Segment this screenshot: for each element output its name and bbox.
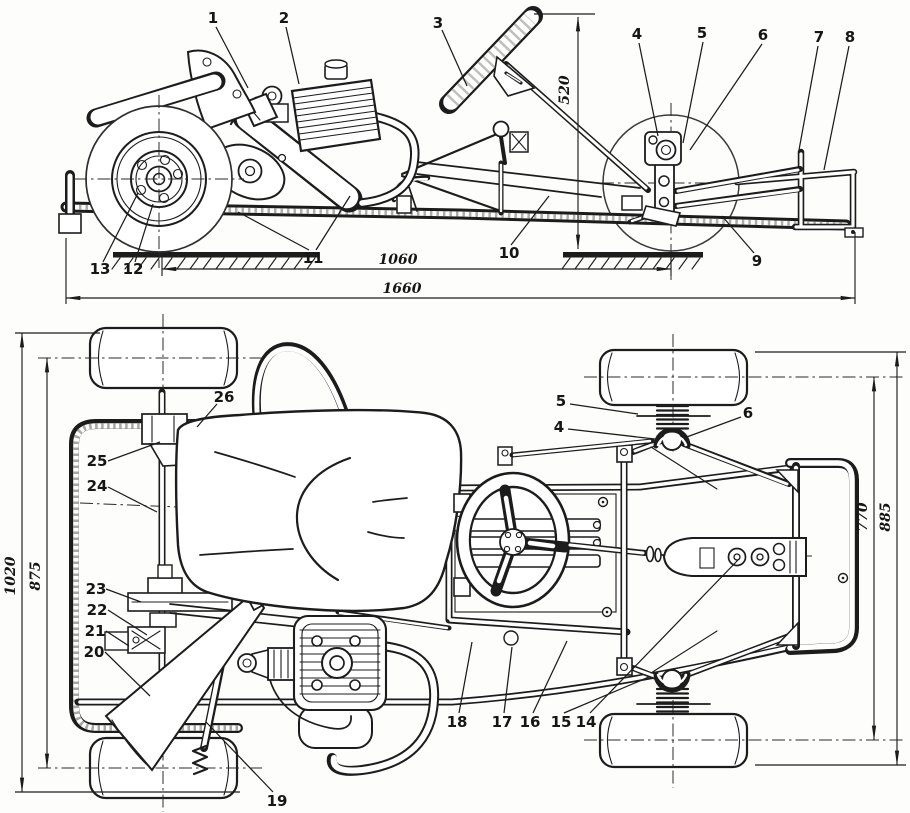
dim-770: 770 xyxy=(855,502,871,531)
side-view: 520 1060 1660 1 2 3 4 5 6 7 8 9 10 11 12… xyxy=(58,6,864,304)
engine-block-side xyxy=(290,78,382,153)
part-labels-side: 1 2 3 4 5 6 7 8 9 10 11 12 13 xyxy=(90,9,856,278)
part-label-2: 2 xyxy=(279,9,289,27)
roll-hoop-plan xyxy=(251,342,353,431)
part-label-4-plan: 4 xyxy=(554,418,564,436)
kingpin-bottom-plan xyxy=(636,669,711,713)
engine-plan xyxy=(237,614,440,776)
fuel-line-plan xyxy=(269,679,352,730)
part-label-21: 21 xyxy=(85,622,106,640)
exhaust-clamp-side xyxy=(241,92,279,128)
top-view: 1020 875 770 885 5 4 6 26 25 24 23 22 21… xyxy=(3,314,906,812)
part-label-1: 1 xyxy=(208,9,218,27)
part-label-10: 10 xyxy=(499,244,520,262)
steering-wheel-plan xyxy=(455,471,571,609)
part-label-16: 16 xyxy=(520,713,541,731)
wheels-plan xyxy=(38,314,906,812)
part-label-13: 13 xyxy=(90,260,111,278)
part-label-9: 9 xyxy=(752,252,762,270)
part-label-14: 14 xyxy=(576,713,597,731)
dimensions-side: 520 1060 1660 xyxy=(65,13,856,304)
part-label-22: 22 xyxy=(87,601,108,619)
dim-875: 875 xyxy=(28,561,44,590)
seat-plan xyxy=(174,408,463,613)
part-label-26: 26 xyxy=(214,388,235,406)
part-label-8: 8 xyxy=(845,28,855,46)
pedal-plan-2 xyxy=(453,577,471,597)
carb-bell-plan xyxy=(237,653,257,673)
exhaust-spring-plan xyxy=(191,744,209,776)
part-label-17: 17 xyxy=(492,713,513,731)
part-label-6: 6 xyxy=(758,26,768,44)
ground-hatching xyxy=(111,252,703,270)
part-label-18: 18 xyxy=(447,713,468,731)
part-label-5-plan: 5 xyxy=(556,392,566,410)
front-bumper-plan xyxy=(597,458,859,655)
part-label-3: 3 xyxy=(433,14,443,32)
rear-wheel-side xyxy=(74,95,244,268)
steering-gear-plan xyxy=(662,537,807,577)
seat-side xyxy=(86,49,257,131)
part-label-15: 15 xyxy=(551,713,572,731)
dim-1660: 1660 xyxy=(383,281,422,297)
kingpin-top-plan xyxy=(636,404,711,451)
part-label-6-plan: 6 xyxy=(743,404,753,422)
front-bumper-side xyxy=(733,148,864,238)
dimensions-plan: 1020 875 770 885 xyxy=(3,332,906,793)
part-label-19: 19 xyxy=(267,792,288,810)
dim-520: 520 xyxy=(557,75,573,104)
part-label-25: 25 xyxy=(87,452,108,470)
dim-1020: 1020 xyxy=(3,556,19,595)
crankcase-plan xyxy=(298,705,373,749)
part-label-11: 11 xyxy=(303,249,324,267)
part-label-7: 7 xyxy=(814,28,824,46)
part-label-12: 12 xyxy=(123,260,144,278)
front-axle-side xyxy=(621,131,803,227)
part-label-24: 24 xyxy=(87,477,108,495)
dim-1060: 1060 xyxy=(379,252,418,268)
part-label-5: 5 xyxy=(697,24,707,42)
dim-885: 885 xyxy=(878,502,894,531)
front-suspension-plan xyxy=(497,404,792,713)
part-label-20: 20 xyxy=(84,643,105,661)
steering-side xyxy=(416,6,651,198)
pedal-knob-plan xyxy=(503,630,519,646)
part-labels-plan: 5 4 6 26 25 24 23 22 21 20 19 18 17 16 1… xyxy=(84,388,754,810)
part-label-4: 4 xyxy=(632,25,642,43)
part-label-23: 23 xyxy=(86,580,107,598)
